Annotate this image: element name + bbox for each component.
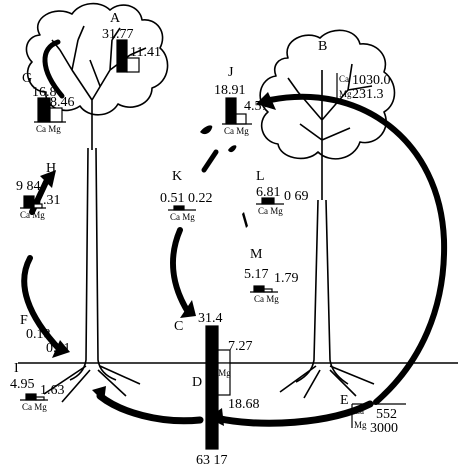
label-j-axis: Ca Mg xyxy=(224,126,249,136)
label-l-axis: Ca Mg xyxy=(258,206,283,216)
label-a-letter: A xyxy=(110,11,121,26)
label-f-ca: 0.18 xyxy=(26,327,51,342)
bar-c-ca xyxy=(206,326,218,363)
label-m-axis: Ca Mg xyxy=(254,294,279,304)
label-e-letter: E xyxy=(340,393,349,408)
label-h-mg: 1.31 xyxy=(36,193,61,208)
label-h-ca: 9 84 xyxy=(16,179,41,194)
label-g-mg: 8.46 xyxy=(50,95,75,110)
label-d-letter: D xyxy=(192,375,202,390)
bar-j-ca xyxy=(226,98,236,124)
label-k-ca: 0.51 xyxy=(160,191,185,206)
label-d-ca: 63 17 xyxy=(196,453,228,468)
label-k-letter: K xyxy=(172,169,182,184)
label-l-mg: 0 69 xyxy=(284,189,309,204)
right-tree-roots xyxy=(280,366,374,398)
label-f-letter: F xyxy=(20,313,28,328)
label-m-mg: 1.79 xyxy=(274,271,299,286)
bar-g-mg xyxy=(50,108,62,122)
label-d-mg: 18.68 xyxy=(228,397,260,412)
label-j-letter: J xyxy=(228,65,234,80)
arrow-c-to-left xyxy=(100,396,200,421)
label-j-ca: 18.91 xyxy=(214,83,246,98)
label-e-mg: 3000 xyxy=(370,421,398,436)
label-l-letter: L xyxy=(256,169,265,184)
labels: A 31.77 11.41 B Ca 1030.0 Mg 231.3 G 16.… xyxy=(10,11,398,468)
label-b-ca-label: Ca xyxy=(339,74,349,84)
bar-a-mg xyxy=(127,58,139,72)
leaf-icon xyxy=(200,125,212,134)
label-c-ca: 31.4 xyxy=(198,311,223,326)
arrow-j-to-k xyxy=(204,152,216,170)
label-b-ca: 1030.0 xyxy=(352,73,391,88)
label-j-mg: 4.57 xyxy=(244,99,269,114)
label-k-axis: Ca Mg xyxy=(170,212,195,222)
label-e-ca-label: Ca xyxy=(354,406,364,416)
bar-i-ca xyxy=(26,394,36,400)
arrow-k-down xyxy=(173,230,188,312)
left-tree-trunk xyxy=(70,148,116,380)
label-h-letter: H xyxy=(46,161,56,176)
bar-g-ca xyxy=(38,98,50,122)
label-b-letter: B xyxy=(318,39,327,54)
label-l-ca: 6.81 xyxy=(256,185,281,200)
label-c-axis: Ca Mg xyxy=(206,368,231,378)
label-g-axis: Ca Mg xyxy=(36,124,61,134)
label-k-mg: 0.22 xyxy=(188,191,213,206)
bar-m-ca xyxy=(254,286,264,292)
bar-j-mg xyxy=(236,114,246,124)
label-f-mg: 0.01 xyxy=(46,341,71,356)
twig-icon xyxy=(242,212,248,228)
label-b-mg: 231.3 xyxy=(352,87,384,102)
bar-a-ca xyxy=(117,40,127,72)
label-a-ca: 31.77 xyxy=(102,27,134,42)
label-c-mg: 7.27 xyxy=(228,339,253,354)
label-a-mg: 11.41 xyxy=(130,45,161,60)
label-m-ca: 5.17 xyxy=(244,267,269,282)
label-e-mg-label: Mg xyxy=(354,420,367,430)
label-m-letter: M xyxy=(250,247,263,262)
bar-h-ca xyxy=(24,196,34,208)
stock-boxes xyxy=(337,73,406,428)
arrow-big-circle xyxy=(270,97,444,402)
label-i-mg: 1.63 xyxy=(40,383,65,398)
right-tree-trunk xyxy=(296,200,348,384)
label-e-ca: 552 xyxy=(376,407,397,422)
label-g-letter: G xyxy=(22,71,32,86)
leaf-icon xyxy=(228,145,236,152)
label-i-ca: 4.95 xyxy=(10,377,35,392)
label-c-letter: C xyxy=(174,319,183,334)
label-b-mg-label: Mg xyxy=(339,89,352,99)
arrow-heads xyxy=(40,92,276,426)
litter-marks xyxy=(200,125,248,228)
label-h-axis: Ca Mg xyxy=(20,210,45,220)
label-i-axis: Ca Mg xyxy=(22,402,47,412)
label-i-letter: I xyxy=(14,361,19,376)
